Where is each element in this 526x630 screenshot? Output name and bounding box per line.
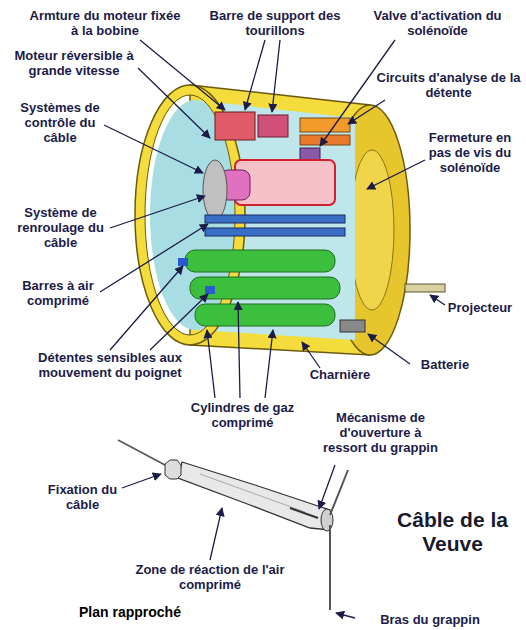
callout-label: Cylindres de gaz comprimé: [180, 400, 305, 430]
callout-label: Batterie: [410, 357, 480, 372]
callout-label: Détentes sensibles aux mouvement du poig…: [30, 350, 190, 380]
callout-label: Moteur réversible à grande vitesse: [4, 48, 144, 78]
callout-label: Plan rapproché: [40, 604, 220, 620]
callout-label: Armture du moteur fixée à la bobine: [25, 8, 185, 38]
callout-label: Mécanisme de d'ouverture à ressort du gr…: [318, 410, 443, 455]
diagram-title: Câble de la Veuve: [385, 508, 520, 556]
callout-label: Systèmes de contrôle du câble: [10, 100, 110, 145]
device-body: [135, 85, 410, 355]
device-internals: [178, 112, 445, 332]
callout-label: Barres à air comprimé: [8, 278, 108, 308]
leader-lines: [100, 40, 445, 618]
grapple-closeup: [118, 440, 348, 610]
callout-label: Barre de support des tourillons: [205, 8, 345, 38]
callout-label: Bras du grappin: [355, 612, 505, 627]
callout-label: Fermeture en pas de vis du solénoïde: [425, 130, 515, 175]
callout-label: Charnière: [300, 367, 380, 382]
callout-label: Circuits d'analyse de la détente: [376, 70, 521, 100]
callout-label: Projecteur: [440, 300, 520, 315]
callout-label: Zone de réaction de l'air comprimé: [125, 562, 295, 592]
callout-label: Système de renroulage du câble: [8, 205, 113, 250]
callout-label: Fixation du câble: [35, 482, 130, 512]
callout-label: Valve d'activation du solénoïde: [360, 8, 515, 38]
